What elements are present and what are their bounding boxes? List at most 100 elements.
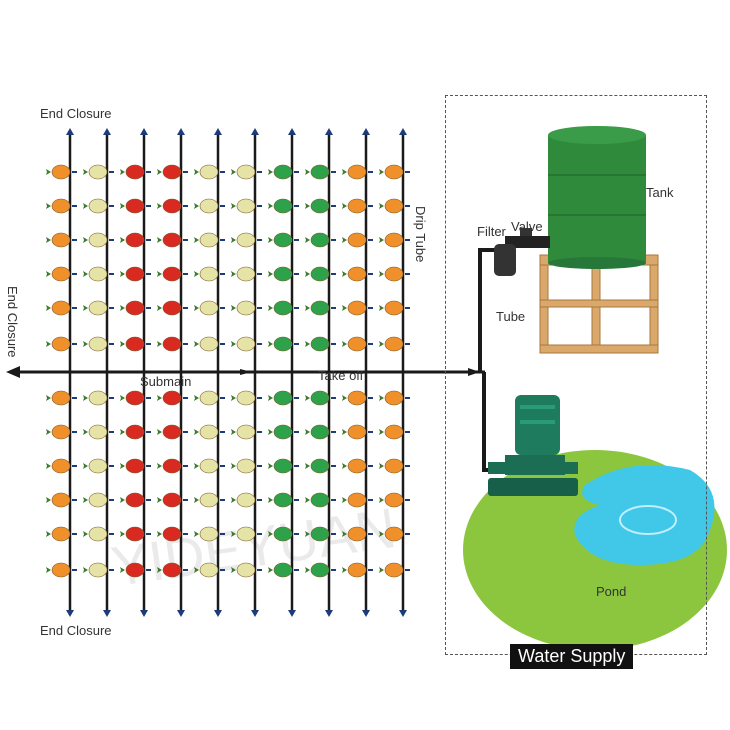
plant-leaf — [157, 305, 162, 311]
plant-orange — [384, 526, 404, 542]
dripper — [331, 273, 336, 275]
plant-orange — [51, 424, 71, 440]
plant-leaf — [83, 341, 88, 347]
dripper — [331, 569, 336, 571]
dripper — [220, 205, 225, 207]
plant-tomato — [162, 390, 182, 406]
plant-leaf — [268, 341, 273, 347]
plant-cabbage — [236, 336, 256, 352]
plant-leaf — [342, 169, 347, 175]
plant-leaf — [194, 567, 199, 573]
plant-green — [273, 562, 293, 578]
plant-cabbage — [199, 424, 219, 440]
plant-leaf — [83, 531, 88, 537]
plant-green — [273, 390, 293, 406]
dripper — [405, 533, 410, 535]
end-closure-marker — [66, 128, 74, 135]
end-closure-marker — [362, 128, 370, 135]
plant-cabbage — [199, 232, 219, 248]
plant-orange — [51, 458, 71, 474]
plant-orange — [347, 390, 367, 406]
plant-cabbage — [88, 300, 108, 316]
plant-cabbage — [88, 266, 108, 282]
plant-green — [310, 266, 330, 282]
dripper — [368, 343, 373, 345]
plant-cabbage — [88, 232, 108, 248]
plant-tomato — [162, 562, 182, 578]
filter — [494, 244, 516, 276]
dripper — [220, 171, 225, 173]
dripper — [72, 533, 77, 535]
dripper — [146, 569, 151, 571]
dripper — [146, 343, 151, 345]
plant-leaf — [157, 497, 162, 503]
end-closure-marker — [362, 610, 370, 617]
end-closure-left-marker — [6, 366, 20, 378]
plant-leaf — [231, 531, 236, 537]
dripper — [405, 239, 410, 241]
plant-leaf — [120, 203, 125, 209]
plant-leaf — [305, 169, 310, 175]
plant-leaf — [305, 497, 310, 503]
plant-leaf — [83, 429, 88, 435]
plant-leaf — [305, 429, 310, 435]
dripper — [220, 569, 225, 571]
plant-leaf — [305, 531, 310, 537]
plant-leaf — [120, 341, 125, 347]
dripper — [257, 273, 262, 275]
plant-leaf — [46, 271, 51, 277]
dripper — [109, 569, 114, 571]
end-closure-marker — [140, 128, 148, 135]
plant-orange — [51, 526, 71, 542]
plant-orange — [384, 390, 404, 406]
plant-leaf — [46, 463, 51, 469]
plant-leaf — [268, 305, 273, 311]
dripper — [109, 499, 114, 501]
dripper — [257, 499, 262, 501]
dripper — [183, 343, 188, 345]
plant-orange — [347, 266, 367, 282]
dripper — [257, 307, 262, 309]
plant-orange — [384, 562, 404, 578]
dripper — [331, 239, 336, 241]
dripper — [368, 307, 373, 309]
take-off-label: Take off — [318, 368, 364, 383]
dripper — [405, 205, 410, 207]
plant-green — [310, 424, 330, 440]
dripper — [72, 205, 77, 207]
plant-leaf — [268, 203, 273, 209]
plant-leaf — [342, 203, 347, 209]
dripper — [331, 205, 336, 207]
dripper — [294, 307, 299, 309]
dripper — [331, 533, 336, 535]
plant-tomato — [125, 266, 145, 282]
plant-green — [310, 336, 330, 352]
dripper — [72, 343, 77, 345]
plant-leaf — [46, 341, 51, 347]
dripper — [405, 569, 410, 571]
plant-leaf — [231, 341, 236, 347]
end-closure-marker — [140, 610, 148, 617]
valve-label: Valve — [511, 219, 543, 234]
dripper — [220, 397, 225, 399]
plant-cabbage — [88, 458, 108, 474]
dripper — [257, 171, 262, 173]
plant-leaf — [120, 531, 125, 537]
plant-leaf — [194, 463, 199, 469]
plant-leaf — [120, 429, 125, 435]
plant-green — [273, 300, 293, 316]
dripper — [183, 273, 188, 275]
dripper — [405, 397, 410, 399]
plant-tomato — [162, 266, 182, 282]
plant-leaf — [157, 531, 162, 537]
end-closure-marker — [177, 128, 185, 135]
plant-leaf — [120, 169, 125, 175]
pond-water — [574, 465, 715, 565]
plant-leaf — [83, 271, 88, 277]
plant-orange — [384, 492, 404, 508]
water-supply-box — [445, 95, 707, 655]
dripper — [405, 307, 410, 309]
plant-leaf — [268, 271, 273, 277]
plant-leaf — [268, 237, 273, 243]
